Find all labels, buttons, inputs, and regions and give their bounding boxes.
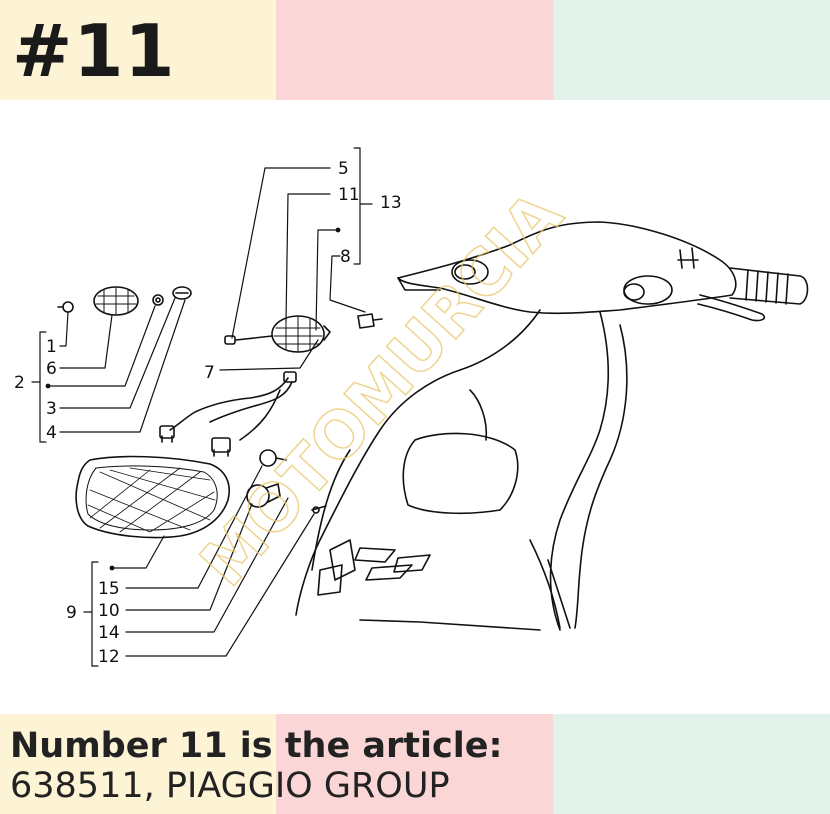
band-segment-pink — [276, 0, 553, 100]
label-part-5: 5 — [338, 159, 349, 179]
tail-light-assembly — [75, 449, 327, 539]
band-segment-cream — [0, 714, 276, 814]
band-segment-mint — [553, 0, 830, 100]
caption-article: 638511, PIAGGIO GROUP — [10, 766, 450, 806]
label-part-13: 13 — [380, 193, 402, 213]
label-part-2: 2 — [14, 373, 25, 393]
band-segment-mint — [553, 714, 830, 814]
leader-lines — [31, 147, 373, 667]
header-color-band — [0, 0, 830, 100]
label-part-9: 9 — [66, 603, 77, 623]
label-part-6: 6 — [46, 359, 57, 379]
band-segment-pink — [276, 714, 553, 814]
right-indicator-parts — [224, 313, 383, 353]
footer-color-band — [0, 714, 830, 814]
label-part-4: 4 — [46, 423, 57, 443]
part-labels: 5 11 13 8 7 1 6 2 3 4 9 15 10 14 12 — [14, 159, 402, 667]
left-indicator-parts — [57, 286, 192, 316]
label-part-14: 14 — [98, 623, 120, 643]
label-part-12: 12 — [98, 647, 120, 667]
label-part-1: 1 — [46, 337, 57, 357]
band-segment-cream — [0, 0, 276, 100]
exploded-parts-diagram: 5 11 13 8 7 1 6 2 3 4 9 15 10 14 12 MOTO… — [14, 147, 809, 667]
label-part-3: 3 — [46, 399, 57, 419]
label-part-8: 8 — [340, 247, 351, 267]
label-part-10: 10 — [98, 601, 120, 621]
watermark-text: MOTOMURCIA — [187, 178, 578, 600]
caption-title: Number 11 is the article: — [10, 726, 503, 766]
leader-dots — [45, 227, 341, 571]
label-part-7: 7 — [204, 363, 215, 383]
part-number-heading: #11 — [12, 9, 176, 93]
label-part-11: 11 — [338, 185, 360, 205]
label-part-15: 15 — [98, 579, 120, 599]
scooter-front-illustration — [295, 221, 809, 631]
wiring-harness — [159, 371, 297, 457]
